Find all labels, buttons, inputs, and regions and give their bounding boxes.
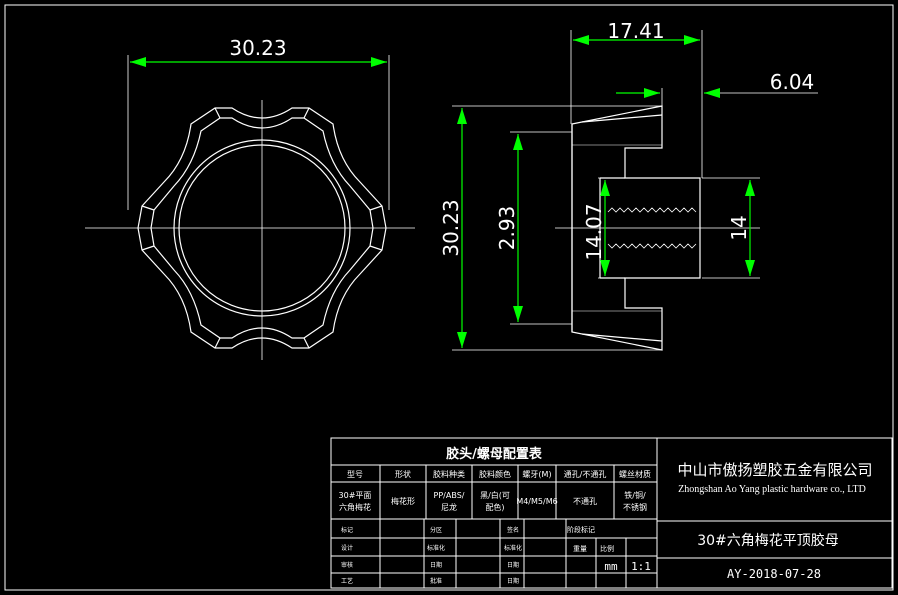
part-name: 30#六角梅花平顶胶母 [697, 532, 839, 549]
config-row-cell: 尼龙 [441, 502, 457, 512]
unit-label: mm [604, 560, 618, 573]
drawing-frame [4, 4, 894, 591]
title-block-label: 批准 [430, 577, 442, 585]
config-table-title: 胶头/螺母配置表 [446, 446, 543, 462]
config-header-cell: 形状 [395, 469, 411, 479]
config-header-cell: 胶料种类 [433, 469, 465, 479]
config-header-cell: 胶料颜色 [479, 469, 511, 479]
dim-side-length-label: 17.41 [607, 19, 664, 43]
config-row-cell: PP/ABS/ [434, 491, 465, 500]
title-block-label: 签名 [507, 526, 519, 534]
config-row-cell: 不锈钢 [623, 502, 647, 512]
scale-label: 比例 [600, 544, 614, 553]
config-header-cell: 型号 [347, 470, 363, 479]
config-row-cell: M4/M5/M6 [516, 497, 557, 506]
title-block-label: 标记 [341, 526, 353, 534]
config-row-cell: 铁/铜/ [624, 490, 646, 500]
title-block-label: 日期 [507, 577, 519, 585]
title-block-label: 审核 [341, 561, 353, 569]
phase-label: 阶段标记 [567, 525, 595, 534]
title-block-label: 分区 [430, 526, 442, 534]
config-row-cell: 30#平面 [339, 491, 372, 500]
company-name-cn: 中山市傲扬塑胶五金有限公司 [677, 461, 872, 479]
config-row-cell: 梅花形 [391, 496, 415, 506]
dim-side-length [570, 30, 703, 178]
dim-thread-diameter-label: 14.07 [582, 203, 606, 260]
dim-side-offset-label: 6.04 [770, 70, 815, 94]
company-name-en: Zhongshan Ao Yang plastic hardware co., … [678, 484, 866, 495]
config-header-cell: 通孔/不通孔 [564, 469, 607, 479]
dim-inner-height [510, 131, 572, 325]
title-block-label: 工艺 [341, 577, 353, 585]
dim-thread-length-label: 14 [727, 215, 751, 240]
config-row-cell: 黑/白(可 [480, 490, 510, 500]
dim-top-width [127, 55, 390, 210]
title-block-label: 标准化 [504, 544, 522, 552]
dim-side-height [452, 105, 662, 351]
config-header-cell: 螺牙(M) [522, 469, 551, 479]
config-header-cell: 螺丝材质 [619, 469, 651, 479]
config-row-cell: 六角梅花 [339, 502, 371, 512]
config-table-header: 型号 形状 胶料种类 胶料颜色 螺牙(M) 通孔/不通孔 螺丝材质 [347, 469, 651, 479]
title-block-label: 设计 [341, 544, 353, 552]
config-row-cell: 不通孔 [573, 496, 597, 506]
dim-thread-diameter [598, 177, 618, 279]
dim-side-offset [616, 88, 818, 106]
thread-lower [607, 243, 697, 249]
dim-side-height-label: 30.23 [439, 199, 463, 256]
dim-thread-length [702, 177, 760, 279]
weight-label: 重量 [573, 545, 587, 553]
scale-value: 1:1 [631, 560, 651, 573]
dim-inner-height-label: 2.93 [495, 206, 519, 251]
title-block-label: 日期 [430, 561, 442, 569]
title-block-lower-labels: 标记分区签名设计标准化标准化审核日期日期工艺批准日期阶段标记重量比例 [341, 525, 614, 585]
thread-upper [607, 207, 697, 213]
config-row-cell: 配色) [485, 502, 504, 512]
title-block [330, 437, 893, 589]
dim-top-width-label: 30.23 [229, 36, 286, 60]
title-block-label: 日期 [507, 561, 519, 569]
top-view [85, 100, 415, 360]
title-block-label: 标准化 [427, 544, 445, 552]
top-inner-circle [178, 144, 346, 312]
drawing-number: AY-2018-07-28 [727, 567, 821, 581]
top-outer-circle [173, 139, 351, 317]
